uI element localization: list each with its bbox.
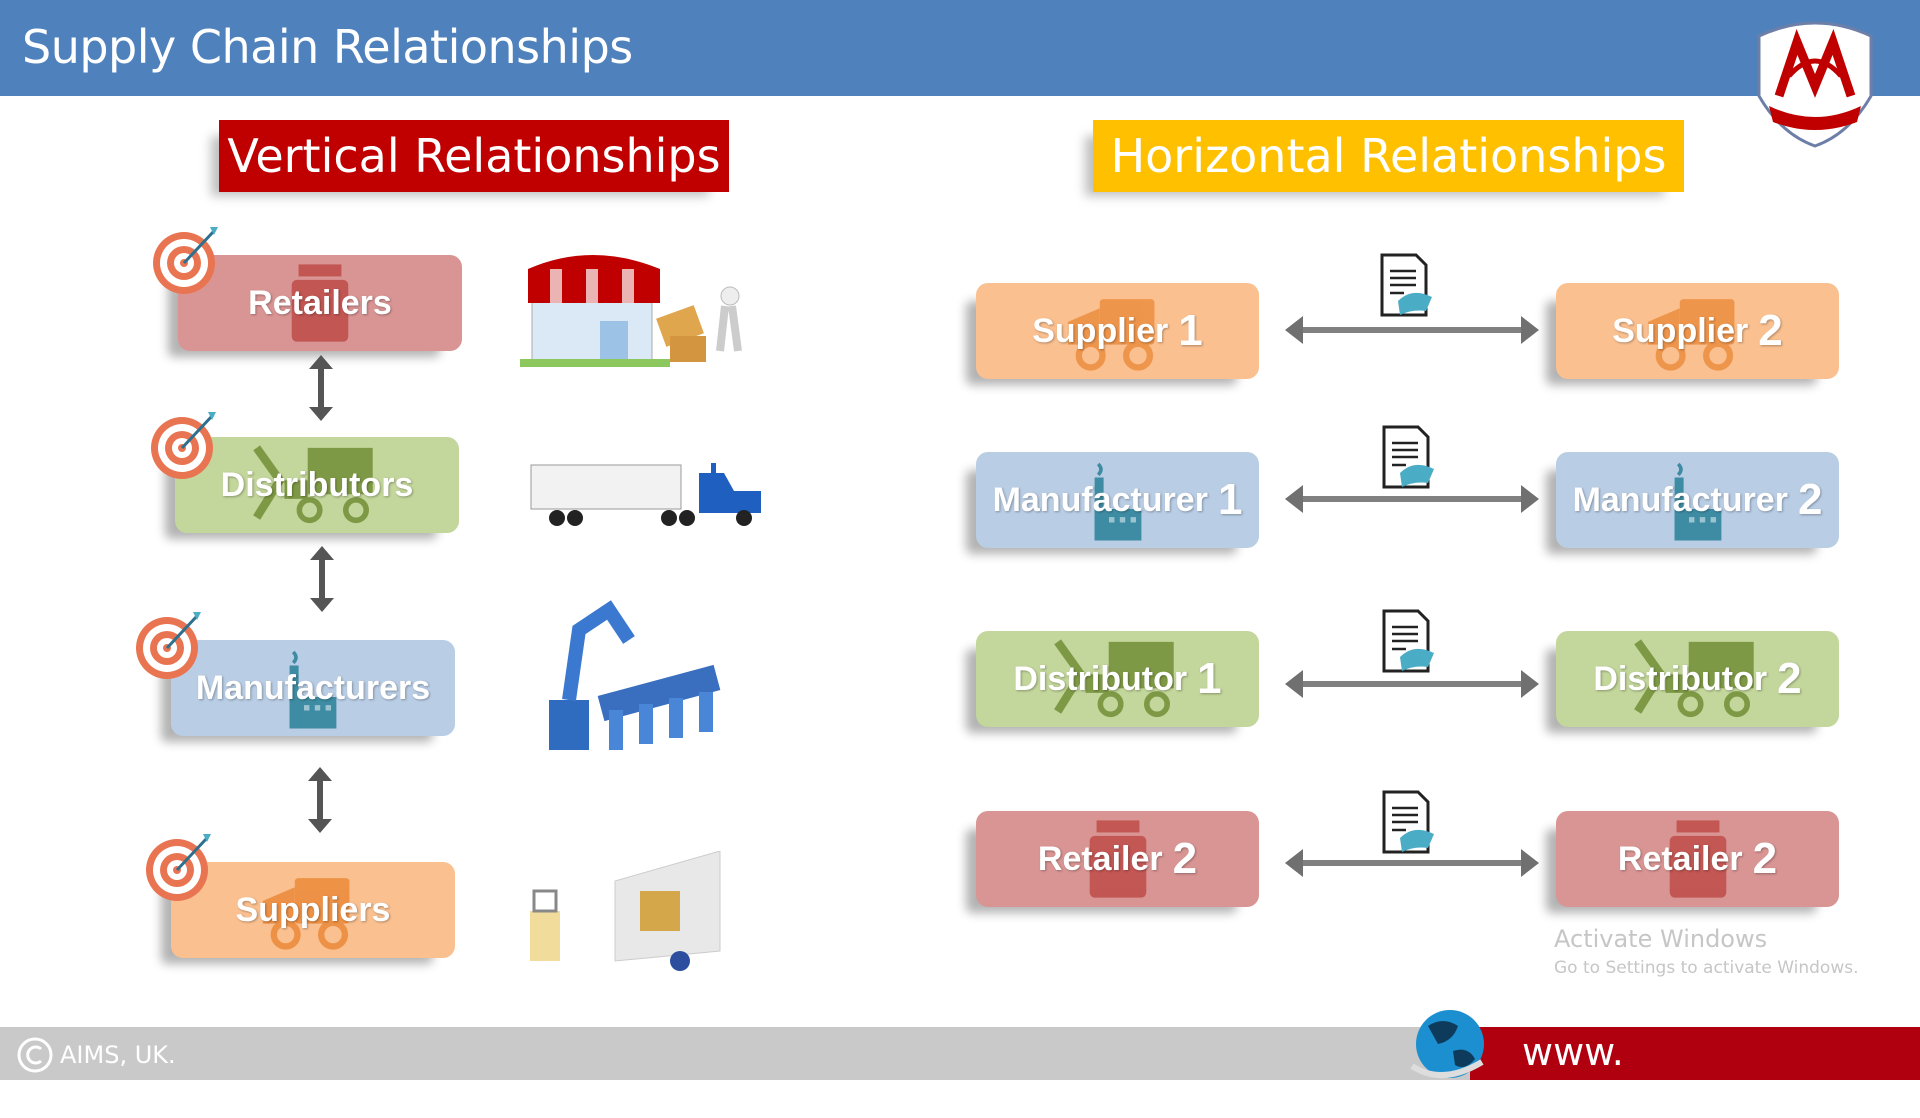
contract-handshake-icon [1378, 609, 1436, 675]
vertical-relationships-heading: Vertical Relationships [219, 120, 729, 192]
target-icon [150, 225, 222, 297]
bidirectional-arrow-icon [307, 546, 337, 612]
horizontal-relationships-heading: Horizontal Relationships [1093, 120, 1684, 192]
distributor-2-number: 2 [1777, 654, 1802, 703]
globe-icon [1410, 1010, 1484, 1079]
manufacturer-1-label: Manufacturer [992, 480, 1208, 519]
contract-handshake-icon [1378, 425, 1436, 491]
forklift-illustration [530, 851, 721, 971]
truck-illustration [530, 463, 761, 526]
retailer-right-label: Retailer [1617, 839, 1743, 878]
distributor-2-label: Distributor [1593, 659, 1768, 698]
target-icon [143, 832, 215, 904]
bidirectional-arrow-icon [305, 767, 335, 833]
copyright-icon [17, 1037, 53, 1073]
title-bar [0, 0, 1920, 96]
activate-windows-title: Activate Windows [1554, 925, 1768, 953]
store-illustration [520, 255, 742, 367]
suppliers-label: Suppliers [235, 890, 391, 929]
robot-arm-illustration [549, 600, 721, 750]
manufacturer-1-number: 1 [1217, 475, 1243, 524]
distributor-1-label: Distributor [1013, 659, 1188, 698]
suppliers-box: Suppliers [171, 862, 455, 958]
supplier-2-label: Supplier [1612, 311, 1749, 350]
target-icon [133, 610, 205, 682]
url-band [1470, 1027, 1920, 1080]
copyright-text: AIMS, UK. [60, 1041, 176, 1069]
retailer-left-number: 2 [1172, 834, 1198, 883]
manufacturer-2-number: 2 [1797, 475, 1823, 524]
retailer-left-label: Retailer [1037, 839, 1163, 878]
bidirectional-arrow-icon [306, 355, 336, 421]
distributors-box: Distributors [175, 437, 459, 533]
manufacturers-label: Manufacturers [195, 668, 431, 707]
supplier-1-label: Supplier [1032, 311, 1169, 350]
slide-title: Supply Chain Relationships [22, 20, 633, 74]
supplier-1-number: 1 [1178, 306, 1203, 355]
manufacturer-2-label: Manufacturer [1572, 480, 1788, 519]
distributors-label: Distributors [220, 465, 414, 504]
retailers-box: Retailers [178, 255, 462, 351]
retailers-label: Retailers [248, 283, 392, 322]
distributor-1-number: 1 [1197, 654, 1222, 703]
supplier-2-number: 2 [1758, 306, 1783, 355]
contract-handshake-icon [1376, 253, 1434, 319]
bidirectional-arrow-icon [1285, 315, 1539, 345]
contract-handshake-icon [1378, 790, 1436, 856]
activate-windows-subtitle: Go to Settings to activate Windows. [1554, 958, 1859, 978]
website-url[interactable]: www. aims.education [1522, 1030, 1814, 1118]
copyright: AIMS, UK. [16, 1036, 176, 1074]
aims-logo [1739, 16, 1892, 148]
target-icon [148, 410, 220, 482]
retailer-right-number: 2 [1752, 834, 1778, 883]
manufacturers-box: Manufacturers [171, 640, 455, 736]
